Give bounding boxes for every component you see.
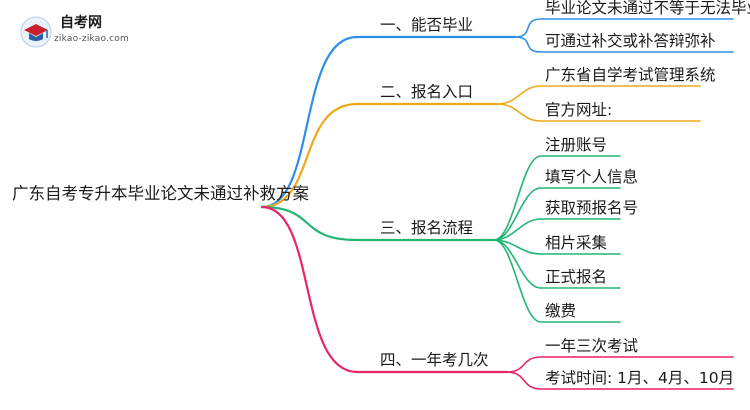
- leaf-connector: [506, 356, 734, 373]
- leaf-node: 官方网址:: [545, 101, 613, 119]
- branch-connector: [260, 205, 359, 374]
- leaf-connector: [497, 103, 701, 122]
- leaf-connector: [506, 371, 734, 390]
- leaf-connector: [497, 85, 701, 105]
- leaf-connector: [493, 155, 621, 241]
- leaf-connector: [493, 218, 621, 241]
- root-node: 广东自考专升本毕业论文未通过补救方案: [12, 184, 309, 203]
- leaf-node: 填写个人信息: [545, 168, 639, 186]
- leaf-connector: [493, 187, 621, 241]
- leaf-node: 获取预报名号: [545, 199, 639, 217]
- branch-connector: [260, 102, 359, 209]
- site-logo[interactable]: 自考网 zikao-zikao.com: [18, 12, 158, 52]
- leaf-connector: [493, 239, 621, 323]
- leaf-node: 一年三次考试: [545, 337, 639, 355]
- leaf-node: 广东省自学考试管理系统: [545, 66, 716, 84]
- leaf-node: 缴费: [545, 302, 577, 320]
- branch-node: 一、能否毕业: [380, 16, 474, 34]
- branch-node: 三、报名流程: [380, 219, 474, 237]
- logo-url: zikao-zikao.com: [54, 34, 129, 44]
- branch-connector: [260, 205, 359, 242]
- graduation-cap-icon: [20, 16, 52, 48]
- leaf-node: 正式报名: [545, 268, 608, 286]
- leaf-node: 毕业论文未通过不等于无法毕业: [545, 0, 750, 17]
- leaf-connector: [493, 239, 621, 289]
- leaf-node: 注册账号: [545, 136, 608, 154]
- leaf-connector: [514, 18, 734, 38]
- leaf-node: 可通过补交或补答辩弥补: [545, 32, 716, 50]
- branch-node: 四、一年考几次: [380, 351, 489, 369]
- branch-node: 二、报名入口: [380, 83, 474, 101]
- leaf-connector: [514, 36, 734, 53]
- branch-connector: [260, 35, 359, 209]
- leaf-node: 相片采集: [545, 234, 608, 252]
- leaf-connector: [493, 239, 621, 255]
- logo-title: 自考网: [60, 15, 102, 31]
- leaf-node: 考试时间: 1月、4月、10月: [545, 369, 735, 387]
